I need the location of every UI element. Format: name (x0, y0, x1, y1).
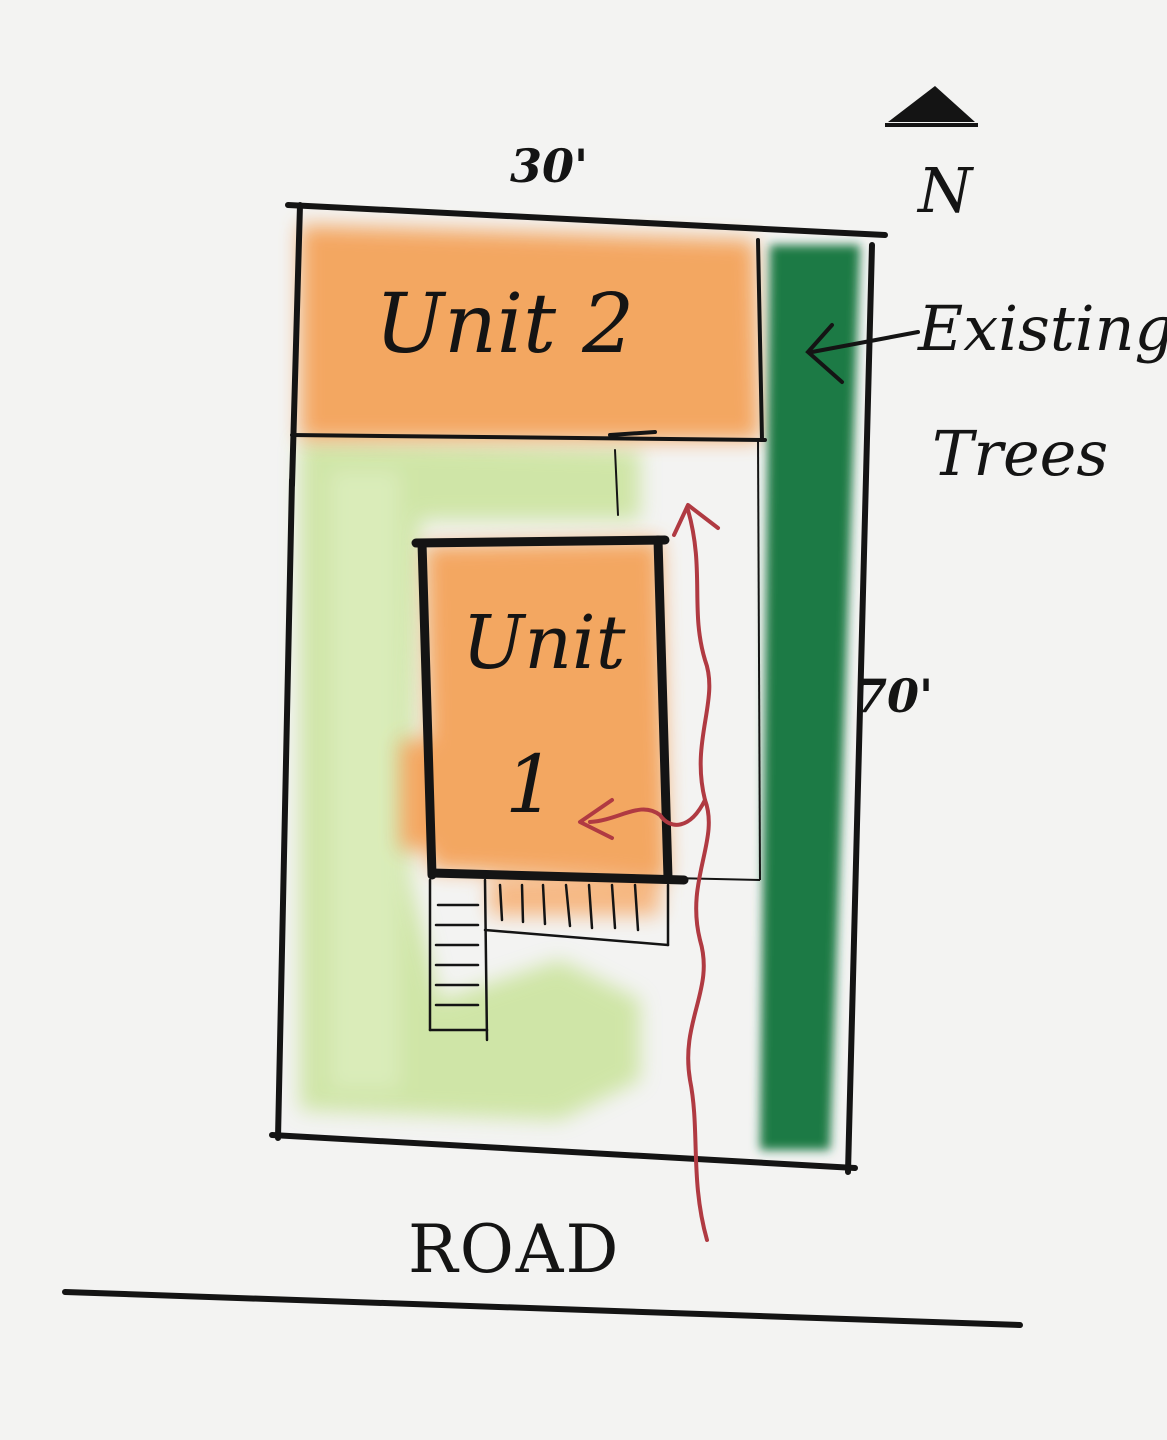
trees-label-line2: Trees (932, 417, 1108, 490)
road-edge-line (62, 1289, 1023, 1328)
unit-1-number: 1 (505, 738, 556, 831)
unit-2-wash (300, 225, 760, 440)
trees-label-line1: Existing (917, 292, 1167, 365)
north-label: N (916, 154, 975, 227)
unit-1-wash (400, 540, 668, 915)
existing-trees-band (760, 245, 860, 1150)
north-arrow-icon (885, 86, 978, 127)
deck-steps (428, 878, 670, 1042)
unit-2-label: Unit 2 (375, 277, 634, 372)
unit-1-outline (411, 535, 689, 885)
lawn-area (300, 440, 640, 1120)
road-label: ROAD (408, 1211, 620, 1288)
site-boundary (269, 202, 888, 1175)
trees-leader-arrow (805, 323, 920, 384)
unit-2-outline (290, 238, 767, 516)
top-dimension-label: 30' (510, 139, 588, 193)
access-path-arrow (578, 503, 720, 1242)
unit-1-label: Unit (462, 600, 626, 686)
right-dimension-label: 70' (855, 669, 933, 723)
side-strip-outline (671, 439, 761, 881)
